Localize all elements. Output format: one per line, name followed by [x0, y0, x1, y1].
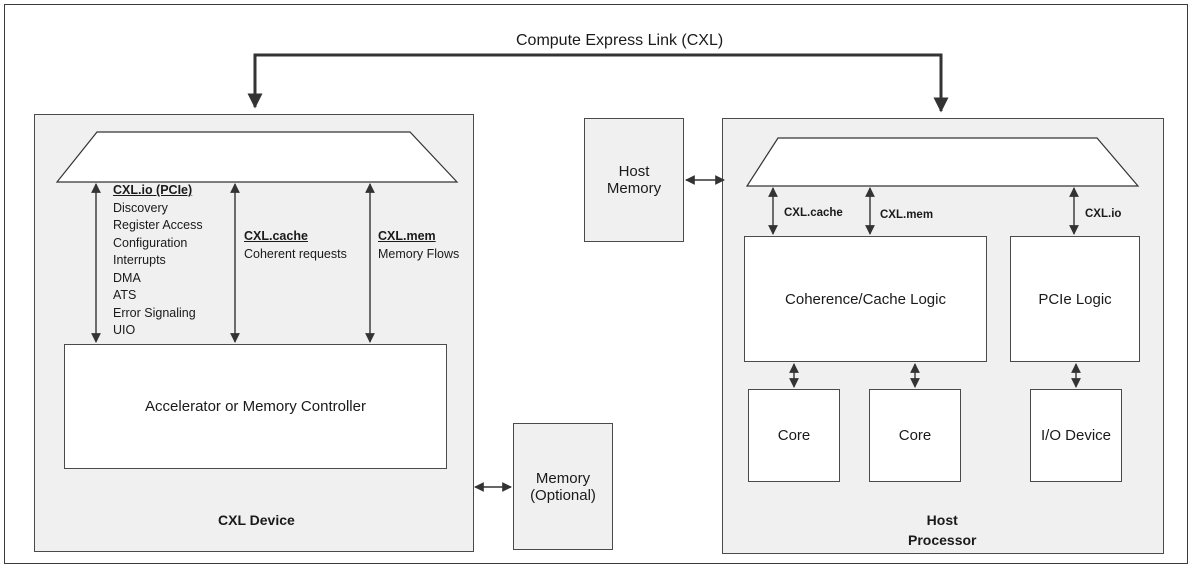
host-io-label: CXL.io	[1085, 208, 1122, 220]
pcie-logic-box: PCIe Logic	[1010, 236, 1140, 362]
device-cache-protocol: CXL.cache	[244, 229, 308, 243]
device-io-item: DMA	[113, 270, 141, 285]
device-io-item: Configuration	[113, 235, 188, 250]
host-cache-label: CXL.cache	[784, 207, 843, 219]
device-io-protocol: CXL.io (PCIe)	[113, 183, 193, 197]
device-io-item: UIO	[113, 323, 136, 337]
io-device-label: I/O Device	[1040, 427, 1112, 444]
device-cache-desc: Coherent requests	[244, 246, 347, 261]
device-io-item: Error Signaling	[113, 305, 196, 320]
device-io-item: Register Access	[113, 218, 203, 232]
host-processor-label: Host Processor	[908, 510, 976, 550]
device-memory-line2: (Optional)	[530, 486, 596, 504]
device-mem-protocol: CXL.mem	[378, 229, 436, 243]
pcie-logic-label: PCIe Logic	[1038, 290, 1112, 308]
device-io-item: Discovery	[113, 200, 168, 215]
host-processor-label-line2: Processor	[908, 532, 977, 548]
device-mem-text: CXL.mem Memory Flows	[378, 228, 459, 263]
core-label-2: Core	[898, 427, 932, 444]
coherence-cache-logic-box: Coherence/Cache Logic	[744, 236, 987, 362]
device-port-trapezoid	[55, 131, 459, 183]
accelerator-controller-box: Accelerator or Memory Controller	[64, 344, 447, 469]
device-io-list: CXL.io (PCIe) Discovery Register Access …	[113, 182, 203, 340]
diagram-frame	[4, 4, 1188, 564]
accelerator-controller-label: Accelerator or Memory Controller	[145, 398, 366, 415]
cxl-device-label: CXL Device	[218, 512, 295, 528]
host-processor-label-line1: Host	[926, 512, 958, 528]
cxl-device-container	[34, 114, 474, 552]
io-device-box: I/O Device	[1030, 389, 1122, 482]
host-port-trapezoid	[745, 137, 1140, 187]
device-io-item: Interrupts	[113, 253, 166, 267]
host-memory-line2: Memory	[606, 180, 662, 197]
core-box-1: Core	[748, 389, 840, 482]
host-mem-label: CXL.mem	[880, 209, 934, 221]
core-box-2: Core	[869, 389, 961, 482]
coherence-cache-logic-label: Coherence/Cache Logic	[785, 290, 946, 308]
diagram-title: Compute Express Link (CXL)	[516, 32, 724, 49]
cxl-link-line	[247, 53, 949, 113]
device-cache-text: CXL.cache Coherent requests	[244, 228, 347, 263]
host-memory-line1: Host	[618, 163, 650, 180]
device-mem-desc: Memory Flows	[378, 246, 460, 261]
device-memory-line1: Memory	[535, 469, 591, 487]
core-label-1: Core	[777, 427, 811, 444]
host-memory-box: Host Memory	[584, 118, 684, 242]
device-io-item: ATS	[113, 288, 137, 302]
device-memory-box: Memory (Optional)	[513, 423, 613, 550]
